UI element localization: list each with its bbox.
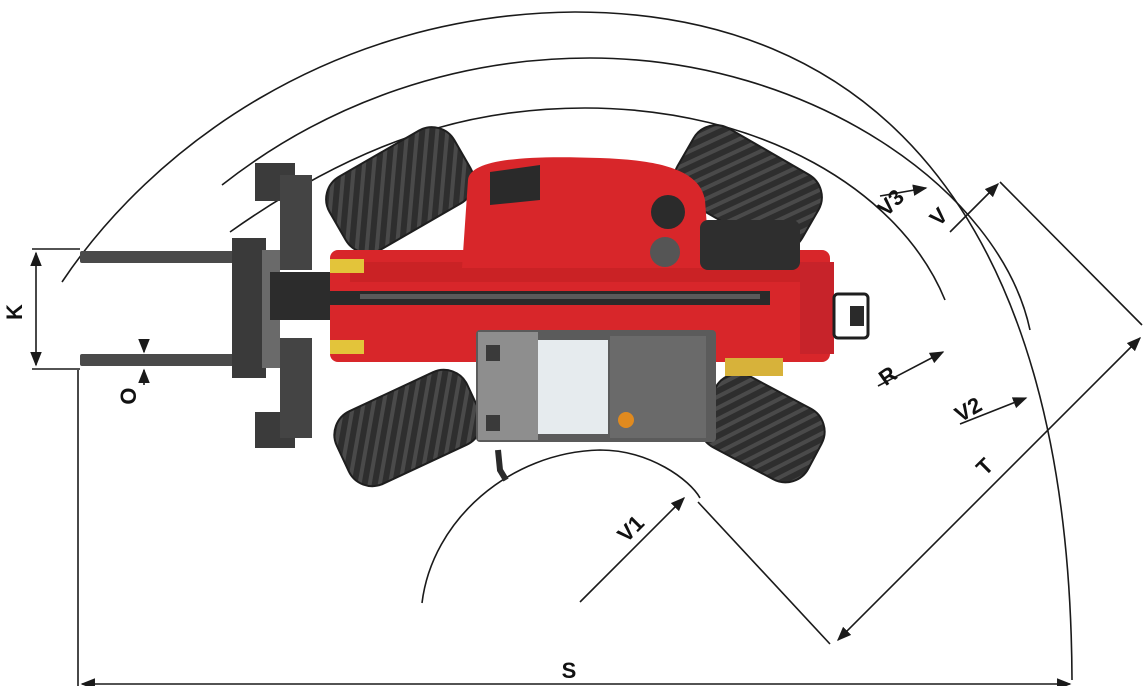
tyre-front-lower (333, 368, 483, 488)
dim-V3 (879, 184, 928, 197)
label-S: S (562, 658, 577, 683)
fork-carriage (232, 238, 266, 378)
arc-outer-S (61, 11, 1073, 681)
arc-V3 (229, 107, 946, 301)
tyre-front-upper (325, 126, 475, 254)
fork-upper (80, 251, 240, 263)
turning-arcs (61, 11, 1073, 681)
arc-V (221, 57, 1031, 331)
dim-T (836, 336, 1142, 642)
counterweight (800, 262, 834, 354)
label-O: O (116, 387, 141, 404)
label-V1: V1 (612, 510, 649, 547)
dim-R (877, 351, 945, 387)
arc-V1-inner (421, 449, 701, 604)
telehandler-top-view (80, 124, 870, 488)
dimension-lines (30, 181, 1143, 686)
dim-V (949, 182, 1000, 233)
label-V: V (925, 202, 953, 230)
label-K: K (2, 304, 27, 320)
cab-window (538, 340, 608, 434)
label-V3: V3 (872, 184, 909, 221)
label-V2: V2 (950, 392, 986, 427)
label-T: T (971, 453, 999, 481)
fork-lower (80, 354, 240, 366)
dim-V2 (959, 397, 1028, 425)
dim-V1 (579, 496, 686, 603)
